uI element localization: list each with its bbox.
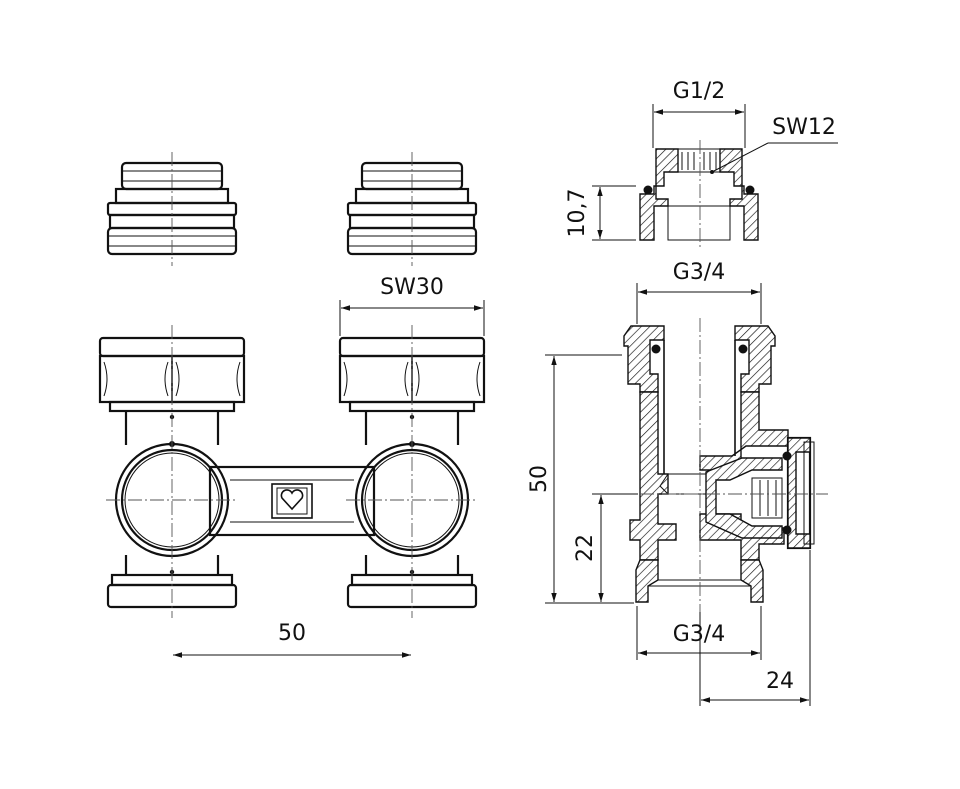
height-50-label: 50 bbox=[527, 465, 552, 493]
dimension-22: 22 bbox=[573, 493, 638, 602]
sw12-label: SW12 bbox=[772, 115, 836, 140]
dimension-g12: G1/2 bbox=[652, 79, 746, 148]
dimension-24: 24 bbox=[699, 550, 811, 706]
small-section-view bbox=[639, 140, 759, 250]
w24-label: 24 bbox=[766, 669, 794, 694]
g34-top-label: G3/4 bbox=[673, 260, 725, 285]
dimension-10-7: 10,7 bbox=[565, 185, 636, 241]
g12-label: G1/2 bbox=[673, 79, 725, 104]
main-section-view bbox=[623, 318, 828, 612]
h22-label: 22 bbox=[573, 534, 598, 562]
leader-sw12: SW12 bbox=[711, 115, 838, 173]
dimension-g34-top: G3/4 bbox=[636, 260, 762, 324]
adapter-left bbox=[106, 152, 238, 266]
dimension-height-50: 50 bbox=[527, 354, 634, 604]
dimension-g34-bottom: G3/4 bbox=[636, 606, 762, 660]
front-view bbox=[98, 325, 486, 618]
dimension-width-50: 50 bbox=[173, 621, 411, 658]
width-50-label: 50 bbox=[278, 621, 306, 646]
g34-bottom-label: G3/4 bbox=[673, 622, 725, 647]
adapter-right bbox=[346, 152, 478, 266]
heart-in-square-icon bbox=[271, 483, 313, 519]
sw30-label: SW30 bbox=[380, 275, 444, 300]
dimension-sw30: SW30 bbox=[339, 275, 485, 336]
h107-label: 10,7 bbox=[565, 189, 590, 238]
